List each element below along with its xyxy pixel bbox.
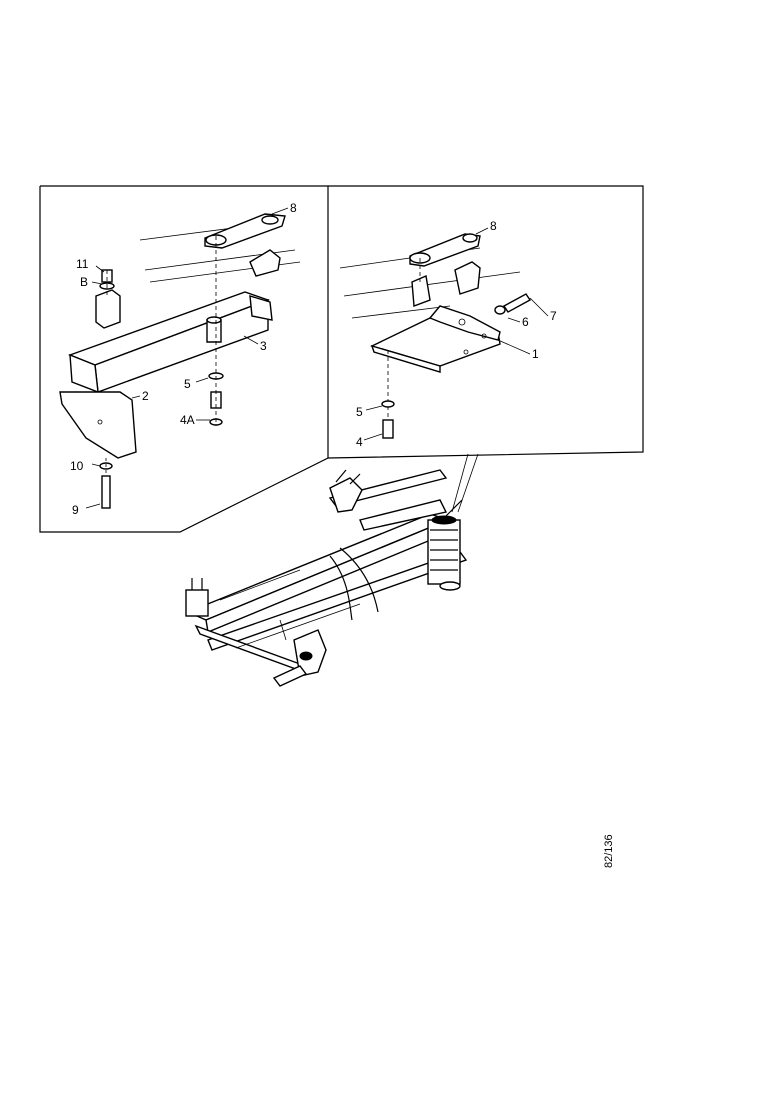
callout-left-5: 5 [184, 377, 191, 391]
callout-left-3: 3 [260, 339, 267, 353]
right-inset-frame [327, 185, 644, 459]
drawing-code: 82/136 [603, 834, 615, 868]
right-inset-assembly [339, 227, 549, 441]
callout-right-8: 8 [490, 219, 497, 233]
callout-left-B: B [80, 275, 88, 289]
chassis-overview [185, 469, 468, 687]
drawing-code-group: 82/136 [603, 834, 615, 868]
callout-left-8: 8 [290, 201, 297, 215]
callout-left-2: 2 [142, 389, 149, 403]
left-inset-frame [39, 185, 329, 533]
left-inset-assembly [59, 207, 301, 509]
callout-left-11: 11 [76, 257, 89, 271]
left-callouts: 8 11 B 3 2 5 4A 10 9 [70, 201, 297, 517]
callout-right-5: 5 [356, 405, 363, 419]
callout-left-9: 9 [72, 503, 79, 517]
callout-right-4: 4 [356, 435, 363, 449]
right-callouts: 8 7 6 1 5 4 [356, 219, 557, 449]
callout-left-4A: 4A [180, 413, 195, 427]
callout-left-10: 10 [70, 459, 84, 473]
callout-right-7: 7 [550, 309, 557, 323]
callout-right-6: 6 [522, 315, 529, 329]
inset-frames [39, 185, 644, 533]
callout-right-1: 1 [532, 347, 539, 361]
pointer-lines [451, 453, 479, 513]
